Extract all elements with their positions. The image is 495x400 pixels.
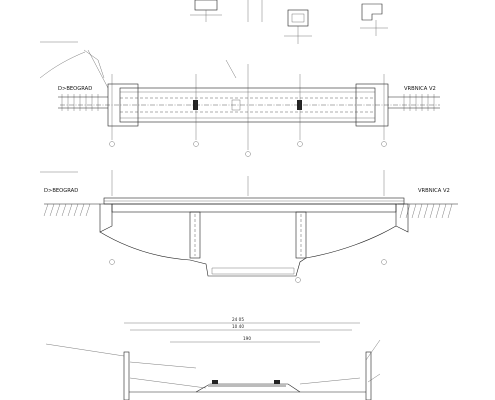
side-label-right: VRBNICA V2 <box>418 188 450 194</box>
pier-marker-plan <box>193 100 198 110</box>
axis-bubble <box>381 141 387 147</box>
axis-bubble <box>245 151 251 157</box>
pier-right-elevation <box>295 211 307 259</box>
top-detail-sections <box>190 0 388 44</box>
axis-bubble <box>109 141 115 147</box>
detail-section-right <box>361 3 383 21</box>
leader-line <box>45 343 125 357</box>
midspan-marker <box>231 99 241 111</box>
rail-right <box>274 380 280 384</box>
sleeper <box>208 384 286 387</box>
leader-line <box>367 373 381 383</box>
river-channel <box>211 267 295 275</box>
leader-line <box>87 49 109 89</box>
ground-hatch-right <box>398 203 458 219</box>
pier-left-elevation <box>189 211 201 259</box>
abutment-left-elevation <box>99 203 113 233</box>
side-label-left: D>BEOGRAD <box>44 188 78 194</box>
plan-view: D>BEOGRAD VRBNICA V2 <box>39 41 440 157</box>
dimension-text-mid: 10 40 <box>232 324 244 329</box>
terrain-contour <box>83 49 105 79</box>
leader-line <box>129 361 197 369</box>
abutment-right-elevation <box>395 203 409 233</box>
pier-marker-plan <box>297 100 302 110</box>
axis-bubble <box>109 259 115 265</box>
axis-bubble <box>381 259 387 265</box>
leader-line <box>129 377 207 389</box>
detail-section-left <box>194 0 218 11</box>
terrain-profile <box>99 225 397 277</box>
plan-label-right: VRBNICA V2 <box>404 86 436 92</box>
detail-section-inner <box>291 13 305 23</box>
axis-bubble <box>193 141 199 147</box>
cross-section: 24 05 10 40 190 <box>45 317 381 400</box>
ground-hatch-left <box>43 203 100 217</box>
railway-track-right <box>388 94 440 111</box>
plan-label-left: D>BEOGRAD <box>58 86 92 92</box>
axis-bubble <box>297 141 303 147</box>
leader-line <box>365 339 381 361</box>
dimension-text-top: 24 05 <box>232 317 244 322</box>
railing-post-right <box>365 351 372 400</box>
axis-bubble <box>295 277 301 283</box>
deck-slab-elevation <box>111 203 397 213</box>
side-view: D>BEOGRAD VRBNICA V2 <box>40 170 458 283</box>
leader-line <box>299 377 361 385</box>
dimension-text-bottom: 190 <box>243 336 251 341</box>
leader-line <box>225 59 237 79</box>
rail-left <box>212 380 218 384</box>
railway-track-left <box>58 94 108 111</box>
detail-section-middle <box>287 9 309 27</box>
terrain-contour <box>39 51 86 79</box>
railing-post-left <box>123 351 130 400</box>
